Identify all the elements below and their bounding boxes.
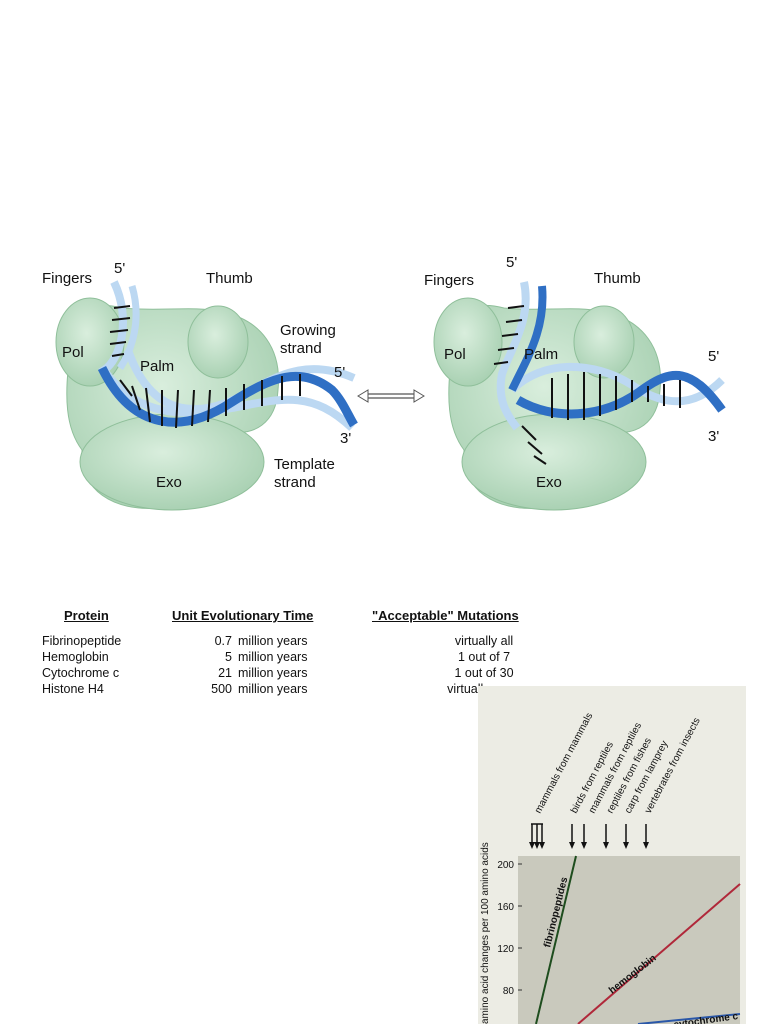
three-prime-label: 3' xyxy=(340,430,352,447)
divergence-arrowhead xyxy=(623,842,629,849)
five-prime-label: 5' xyxy=(506,254,518,271)
series-line-cytochrome-c xyxy=(637,1013,741,1024)
value-cell: 500 xyxy=(211,682,232,696)
five-prime-right-label: 5' xyxy=(708,348,720,365)
protein-cell: Fibrinopeptide xyxy=(42,634,122,648)
exo-label: Exo xyxy=(536,474,562,491)
fingers-label: Fingers xyxy=(42,270,93,287)
table-row: Cytochrome c 21 million years 1 out of 3… xyxy=(40,666,560,682)
mutations-cell: virtually all xyxy=(454,634,514,648)
y-tick-label: 80 xyxy=(503,986,515,997)
series-line-hemoglobin xyxy=(577,883,741,1024)
protein-cell: Cytochrome c xyxy=(42,666,120,680)
exo-label: Exo xyxy=(156,474,182,491)
thumb-label: Thumb xyxy=(594,270,641,287)
pol-label: Pol xyxy=(444,346,466,363)
divergence-arrowhead xyxy=(569,842,575,849)
unit-cell: million years xyxy=(238,682,308,696)
protein-cell: Histone H4 xyxy=(42,682,104,696)
protein-cell: Hemoglobin xyxy=(42,650,109,664)
right-dna-helix xyxy=(493,281,726,465)
value-cell: 21 xyxy=(218,666,232,680)
left-dna-helix xyxy=(97,280,358,431)
y-axis-label: amino acid changes per 100 amino acids xyxy=(480,842,491,1024)
amino-acid-change-chart: 200 160 120 80 amino acid changes per 100 am… xyxy=(478,686,746,1024)
y-tick-label: 120 xyxy=(497,944,514,955)
three-prime-label: 3' xyxy=(708,428,720,445)
five-prime-right-label: 5' xyxy=(334,364,346,381)
divergence-arrowhead xyxy=(529,842,535,849)
value-cell: 5 xyxy=(225,650,232,664)
unit-cell: million years xyxy=(238,634,308,648)
mutations-header: "Acceptable" Mutations xyxy=(372,608,519,623)
divergence-arrowhead xyxy=(581,842,587,849)
unit-cell: million years xyxy=(238,666,308,680)
series-line-fibrinopeptides xyxy=(535,855,577,1024)
palm-label: Palm xyxy=(140,358,175,375)
right-protein xyxy=(433,297,661,511)
divergence-arrowhead xyxy=(643,842,649,849)
table-row: Fibrinopeptide 0.7 million years virtual… xyxy=(40,634,560,650)
five-prime-label: 5' xyxy=(114,260,126,277)
thumb-label: Thumb xyxy=(206,270,253,287)
growing-strand-label: Growing strand xyxy=(280,322,336,357)
table-row: Hemoglobin 5 million years 1 out of 7 xyxy=(40,650,560,666)
chart-canvas: 200 160 120 80 amino acid changes per 100 am… xyxy=(478,686,746,1024)
equilibrium-arrow xyxy=(357,389,425,403)
template-strand-label: Template strand xyxy=(274,456,335,491)
palm-label: Palm xyxy=(524,346,559,363)
y-tick-label: 160 xyxy=(497,902,514,913)
unit-time-header: Unit Evolutionary Time xyxy=(172,608,314,623)
divergence-arrowhead xyxy=(534,842,540,849)
y-tick-label: 200 xyxy=(497,860,514,871)
fingers-label: Fingers xyxy=(424,272,475,289)
dna-polymerase-figure: Fingers 5' Thumb Pol Palm Growing strand… xyxy=(32,250,732,522)
pol-label: Pol xyxy=(62,344,84,361)
protein-header: Protein xyxy=(64,608,109,623)
divergence-arrowhead xyxy=(539,842,545,849)
unit-cell: million years xyxy=(238,650,308,664)
mutations-cell: 1 out of 7 xyxy=(457,650,511,664)
polymerase-illustration xyxy=(55,280,726,511)
value-cell: 0.7 xyxy=(214,634,232,648)
divergence-arrowhead xyxy=(603,842,609,849)
mutations-cell: 1 out of 30 xyxy=(454,666,514,680)
